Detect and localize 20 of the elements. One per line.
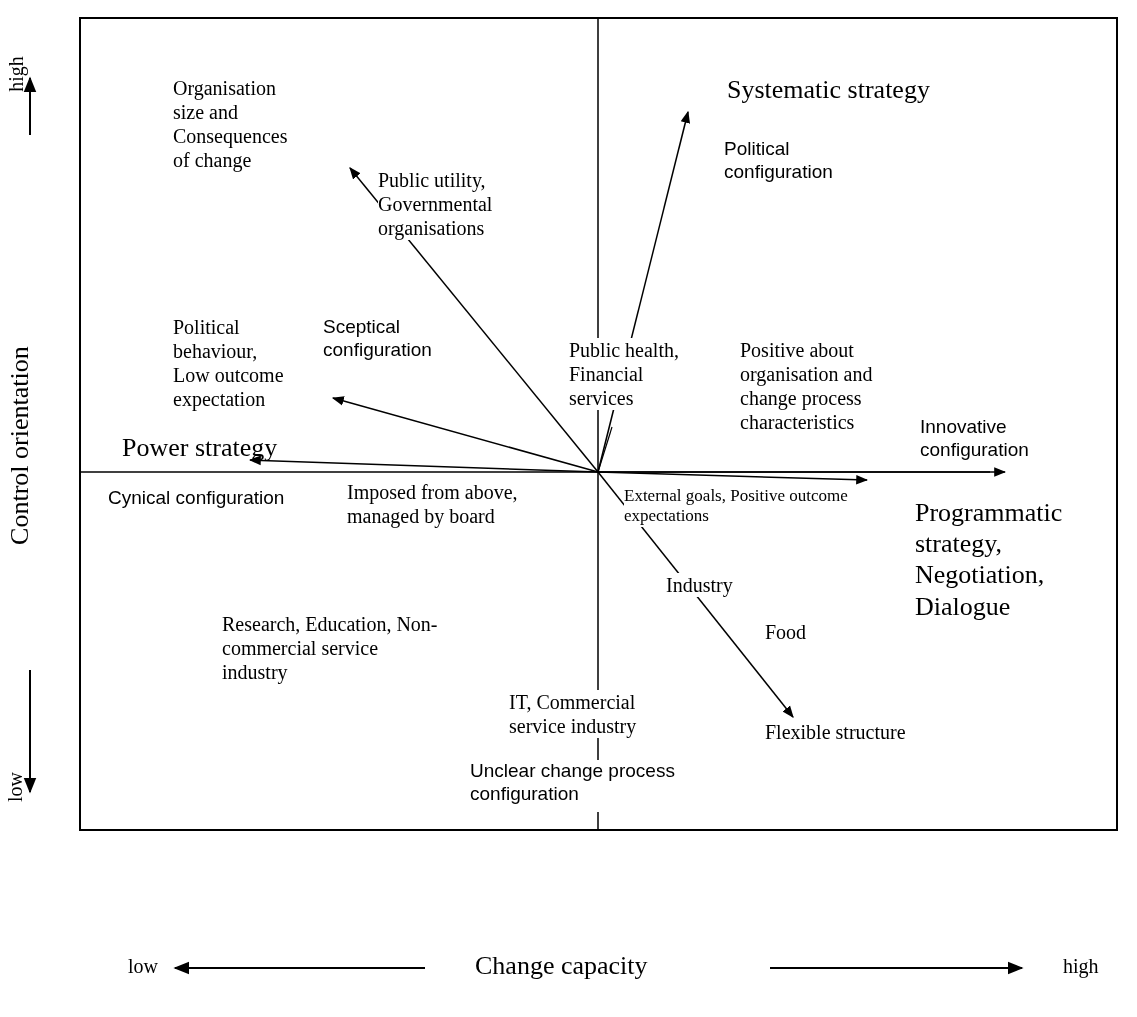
factor-label: Positive about organisation and change process characteristics [740,338,874,434]
axis-label: low [3,772,27,802]
axis-label: high [3,56,28,92]
strategy-label: Programmatic strategy, Negotiation, Dialogue [915,497,1064,622]
sector-label: Research, Education, Non-commercial service industry [222,612,439,684]
factor-label: Organisation size and Consequences of change [173,76,289,172]
axis-label: low [128,954,159,978]
configuration-label: Cynical configuration [108,487,286,510]
strategy-label: Systematic strategy [727,74,931,106]
axis-title: Change capacity [475,950,649,982]
factor-label: Imposed from above, managed by board [347,480,519,528]
axis-label: high [1063,954,1100,978]
sector-label: Food [765,620,808,644]
strategy-label: Power strategy [122,432,279,464]
factor-label: Flexible structure [765,720,907,744]
configuration-label: Innovative configuration [920,416,1030,462]
configuration-label: Sceptical configuration [323,316,433,362]
axis-title: Control orientation [3,346,35,545]
factor-label: Political behaviour, Low outcome expectation [173,315,285,411]
configuration-label: Political configuration [724,138,834,184]
